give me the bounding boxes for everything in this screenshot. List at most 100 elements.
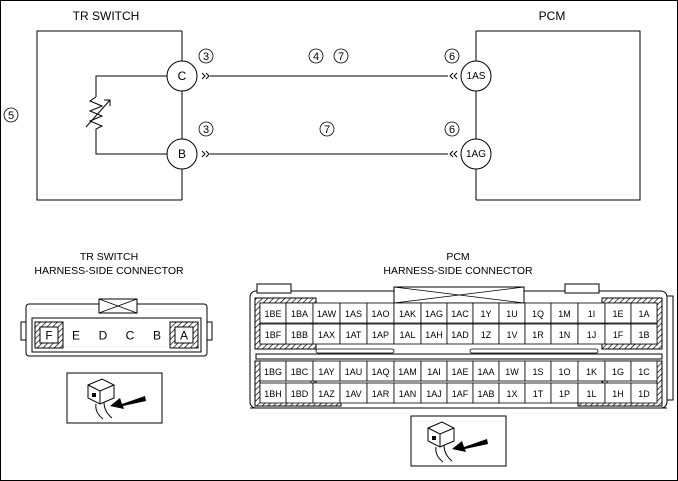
callout-3-bottom: 3 xyxy=(203,124,209,136)
callout-3-top: 3 xyxy=(203,51,209,63)
connector-plug-icon xyxy=(410,415,507,467)
terminal-c-circle xyxy=(166,60,198,92)
pcm-pin-label: 1AH xyxy=(425,330,443,340)
terminal-1as-circle xyxy=(460,60,492,92)
tr-connector-caption-1: TR SWITCH xyxy=(80,251,138,263)
terminal-b-circle xyxy=(166,138,198,170)
connector-plug-icon xyxy=(66,372,163,424)
pcm-pin-label: 1BA xyxy=(291,309,308,319)
pcm-pin-label: 1AB xyxy=(477,389,494,399)
pcm-pin-label: 1Z xyxy=(481,330,492,340)
callout-6-top: 6 xyxy=(449,51,455,63)
pcm-pin-cell xyxy=(630,360,658,382)
pcm-pin-label: 1BE xyxy=(264,309,281,319)
variable-resistor-icon xyxy=(88,96,104,133)
internal-wire-c xyxy=(95,75,167,97)
pcm-pin-label: 1O xyxy=(558,367,570,377)
pcm-pin-label: 1U xyxy=(506,309,518,319)
callout-5: 5 xyxy=(8,110,14,122)
tr-switch-box xyxy=(36,30,182,201)
pcm-pin-label: 1AY xyxy=(318,367,334,377)
pcm-pin-label: 1H xyxy=(612,389,624,399)
pcm-pin-label: 1AO xyxy=(371,309,389,319)
pcm-pin-label: 1BB xyxy=(291,330,308,340)
pcm-pin-label: 1Q xyxy=(532,309,544,319)
terminal-c-label: C xyxy=(178,69,187,83)
pcm-pin-label: 1G xyxy=(612,367,624,377)
pcm-pin-label: 1W xyxy=(505,367,519,377)
pcm-pin-label: 1AG xyxy=(425,309,443,319)
pcm-pin-label: 1AJ xyxy=(426,389,442,399)
tr-connector-caption-2: HARNESS-SIDE CONNECTOR xyxy=(34,265,184,277)
tr-pin-a: A xyxy=(180,329,188,343)
terminal-1as-label: 1AS xyxy=(467,71,486,82)
pcm-pin-label: 1C xyxy=(638,367,650,377)
pcm-pin-label: 1AX xyxy=(318,330,335,340)
callout-7-bottom: 7 xyxy=(324,124,330,136)
pcm-pin-label: 1AF xyxy=(452,389,469,399)
pcm-pin-label: 1M xyxy=(558,309,571,319)
pcm-pin-label: 1B xyxy=(638,330,649,340)
pcm-pin-label: 1AZ xyxy=(318,389,335,399)
pcm-pin-label: 1BD xyxy=(291,389,309,399)
tr-pin-c: C xyxy=(126,329,135,343)
tr-pin-b: B xyxy=(153,329,161,343)
pcm-pin-label: 1K xyxy=(586,367,597,377)
pcm-pin-label: 1AK xyxy=(399,309,416,319)
pcm-pin-label: 1L xyxy=(586,389,596,399)
pcm-pin-label: 1AD xyxy=(451,330,469,340)
pcm-box xyxy=(476,30,641,201)
pcm-pin-label: 1N xyxy=(559,330,571,340)
pcm-pin-label: 1AW xyxy=(317,309,337,319)
pcm-pin-grid: 1BE 1BA 1AW 1AS 1AO 1AK 1AG 1AC 1Y 1U 1Q 1M 1I 1E 1A 1B… xyxy=(259,302,658,404)
pcm-pin-label: 1AU xyxy=(345,367,363,377)
tr-switch-title: TR SWITCH xyxy=(73,9,140,23)
pcm-pin-cell xyxy=(630,382,658,404)
pcm-pin-label: 1I xyxy=(588,309,596,319)
pcm-pin-label: 1AN xyxy=(399,389,417,399)
pcm-connector-caption-2: HARNESS-SIDE CONNECTOR xyxy=(383,265,533,277)
pcm-pin-label: 1AP xyxy=(372,330,389,340)
terminal-1ag-circle xyxy=(460,138,492,170)
pcm-pin-label: 1AM xyxy=(398,367,417,377)
pcm-pin-label: 1X xyxy=(506,389,517,399)
tr-connector xyxy=(20,298,213,357)
chevron-icon xyxy=(201,72,458,158)
pcm-pin-label: 1AA xyxy=(477,367,494,377)
callout-6-bottom: 6 xyxy=(449,124,455,136)
pcm-pin-label: 1D xyxy=(638,389,650,399)
pcm-pin-label: 1V xyxy=(506,330,517,340)
pcm-pin-label: 1BG xyxy=(264,367,282,377)
pcm-title: PCM xyxy=(539,9,566,23)
pcm-pin-label: 1BF xyxy=(265,330,282,340)
pcm-pin-label: 1AS xyxy=(345,309,362,319)
tr-pin-d: D xyxy=(99,329,108,343)
pcm-pin-label: 1AL xyxy=(399,330,415,340)
pcm-pin-label: 1AC xyxy=(451,309,469,319)
pcm-pin-label: 1AV xyxy=(345,389,361,399)
pcm-pin-label: 1BH xyxy=(264,389,282,399)
callout-4: 4 xyxy=(313,51,319,63)
pcm-pin-label: 1R xyxy=(532,330,544,340)
pcm-pin-label: 1AI xyxy=(427,367,441,377)
pcm-pin-label: 1P xyxy=(559,389,570,399)
pcm-pin-label: 1AE xyxy=(451,367,468,377)
pcm-pin-label: 1T xyxy=(533,389,544,399)
pcm-pin-label: 1AR xyxy=(372,389,390,399)
internal-wire-b xyxy=(95,133,167,155)
pcm-pin-label: 1BC xyxy=(291,367,309,377)
terminal-b-label: B xyxy=(178,147,186,161)
tr-pin-f: F xyxy=(45,329,52,343)
pcm-pin-label: 1A xyxy=(638,309,649,319)
pcm-pin-label: 1J xyxy=(587,330,597,340)
pcm-pin-label: 1AQ xyxy=(371,367,389,377)
pcm-pin-label: 1S xyxy=(532,367,543,377)
pcm-pin-label: 1E xyxy=(612,309,623,319)
callout-7-top: 7 xyxy=(338,51,344,63)
pcm-connector-caption-1: PCM xyxy=(446,251,469,263)
terminal-1ag-label: 1AG xyxy=(466,149,486,160)
tr-pin-e: E xyxy=(72,329,80,343)
pcm-pin-label: 1Y xyxy=(480,309,491,319)
pcm-pin-cell xyxy=(630,302,658,324)
